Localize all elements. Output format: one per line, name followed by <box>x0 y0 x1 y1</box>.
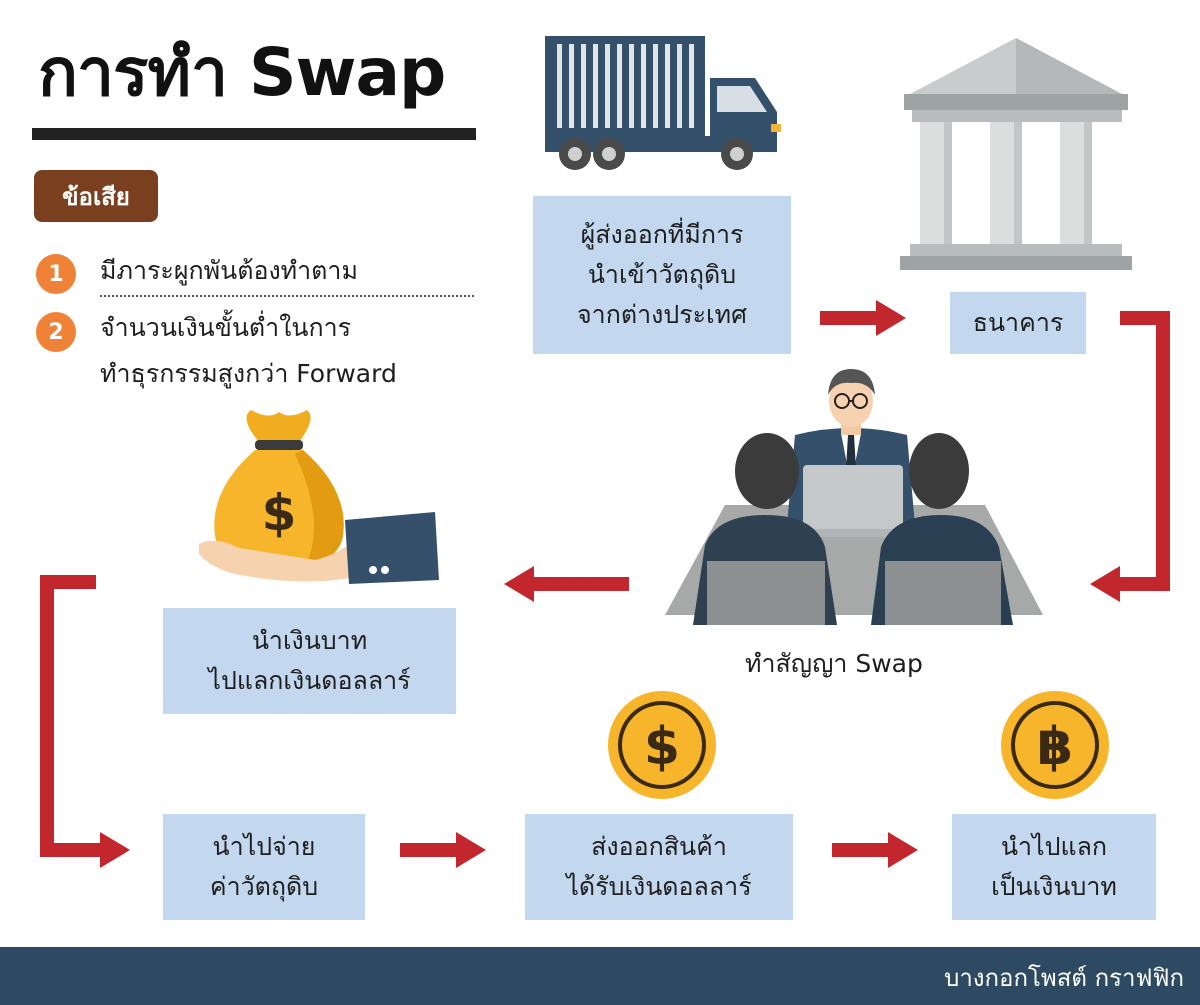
exporter-line-1: ผู้ส่งออกที่มีการ <box>580 220 744 249</box>
arrow-to-swap-head <box>1090 566 1120 602</box>
arrow-export-to-baht-head <box>888 832 918 868</box>
bank-box: ธนาคาร <box>950 292 1086 354</box>
export-goods-box: ส่งออกสินค้า ได้รับเงินดอลลาร์ <box>525 814 793 920</box>
exporter-box: ผู้ส่งออกที่มีการ นำเข้าวัตถุดิบ จากต่าง… <box>533 196 791 354</box>
export-goods-line-2: ได้รับเงินดอลลาร์ <box>566 872 752 901</box>
title-underline <box>32 128 476 140</box>
exchange-to-dollar-line-2: ไปแลกเงินดอลลาร์ <box>208 666 411 695</box>
baht-coin-icon: ฿ <box>1001 691 1109 799</box>
exchange-to-dollar-box: นำเงินบาท ไปแลกเงินดอลลาร์ <box>163 608 456 714</box>
dollar-coin-icon: $ <box>608 691 716 799</box>
number-badge-2: 2 <box>36 312 76 352</box>
export-goods-line-1: ส่งออกสินค้า <box>591 832 727 861</box>
arrow-to-pay-head <box>100 832 130 868</box>
arrow-pay-to-export-head <box>456 832 486 868</box>
dollar-symbol: $ <box>644 717 680 777</box>
bank-label: ธนาคาร <box>972 308 1064 337</box>
arrow-swap-to-exchange <box>533 577 629 591</box>
exchange-to-dollar-line-1: นำเงินบาท <box>251 626 368 655</box>
arrow-exporter-to-bank <box>820 311 878 325</box>
meeting-icon <box>665 369 1043 625</box>
money-bag-icon: $ <box>199 410 439 584</box>
exchange-to-baht-box: นำไปแลก เป็นเงินบาท <box>952 814 1156 920</box>
disadvantage-item-2: จำนวนเงินขั้นต่ำในการ ทำธุรกรรมสูงกว่า F… <box>100 305 397 397</box>
exporter-line-3: จากต่างประเทศ <box>577 300 747 329</box>
pay-materials-box: นำไปจ่าย ค่าวัตถุดิบ <box>163 814 365 920</box>
number-badge-1: 1 <box>36 254 76 294</box>
disadvantage-item-2-line-2: ทำธุรกรรมสูงกว่า Forward <box>100 359 397 388</box>
truck-icon <box>545 36 781 170</box>
disadvantage-item-1: มีภาระผูกพันต้องทำตาม <box>100 248 358 294</box>
disadvantage-item-1-line-1: มีภาระผูกพันต้องทำตาม <box>100 256 358 285</box>
arrow-left-loop-bottom <box>40 843 102 857</box>
money-bag-symbol: $ <box>262 484 297 542</box>
disadvantages-badge: ข้อเสีย <box>34 170 158 222</box>
pay-materials-line-1: นำไปจ่าย <box>212 832 316 861</box>
footer-bar <box>0 947 1200 1005</box>
page-title: การทำ Swap <box>38 34 446 111</box>
exchange-to-baht-line-2: เป็นเงินบาท <box>991 872 1117 901</box>
dotted-divider <box>100 295 474 297</box>
arrow-export-to-baht <box>832 843 890 857</box>
arrow-bank-connector-down <box>1156 311 1170 591</box>
exchange-to-baht-line-1: นำไปแลก <box>1000 832 1108 861</box>
exporter-line-2: นำเข้าวัตถุดิบ <box>587 260 737 289</box>
footer-credit: บางกอกโพสต์ กราฟฟิก <box>944 964 1184 992</box>
arrow-bank-connector-bottom <box>1118 577 1170 591</box>
arrow-pay-to-export <box>400 843 458 857</box>
pay-materials-line-2: ค่าวัตถุดิบ <box>209 872 319 901</box>
arrow-swap-to-exchange-head <box>504 566 534 602</box>
disadvantage-item-2-line-1: จำนวนเงินขั้นต่ำในการ <box>100 313 352 342</box>
swap-contract-caption: ทำสัญญา Swap <box>745 649 923 678</box>
baht-symbol: ฿ <box>1037 717 1073 777</box>
arrow-exporter-to-bank-head <box>876 300 906 336</box>
arrow-left-loop-down <box>40 575 54 857</box>
bank-icon <box>900 38 1132 270</box>
